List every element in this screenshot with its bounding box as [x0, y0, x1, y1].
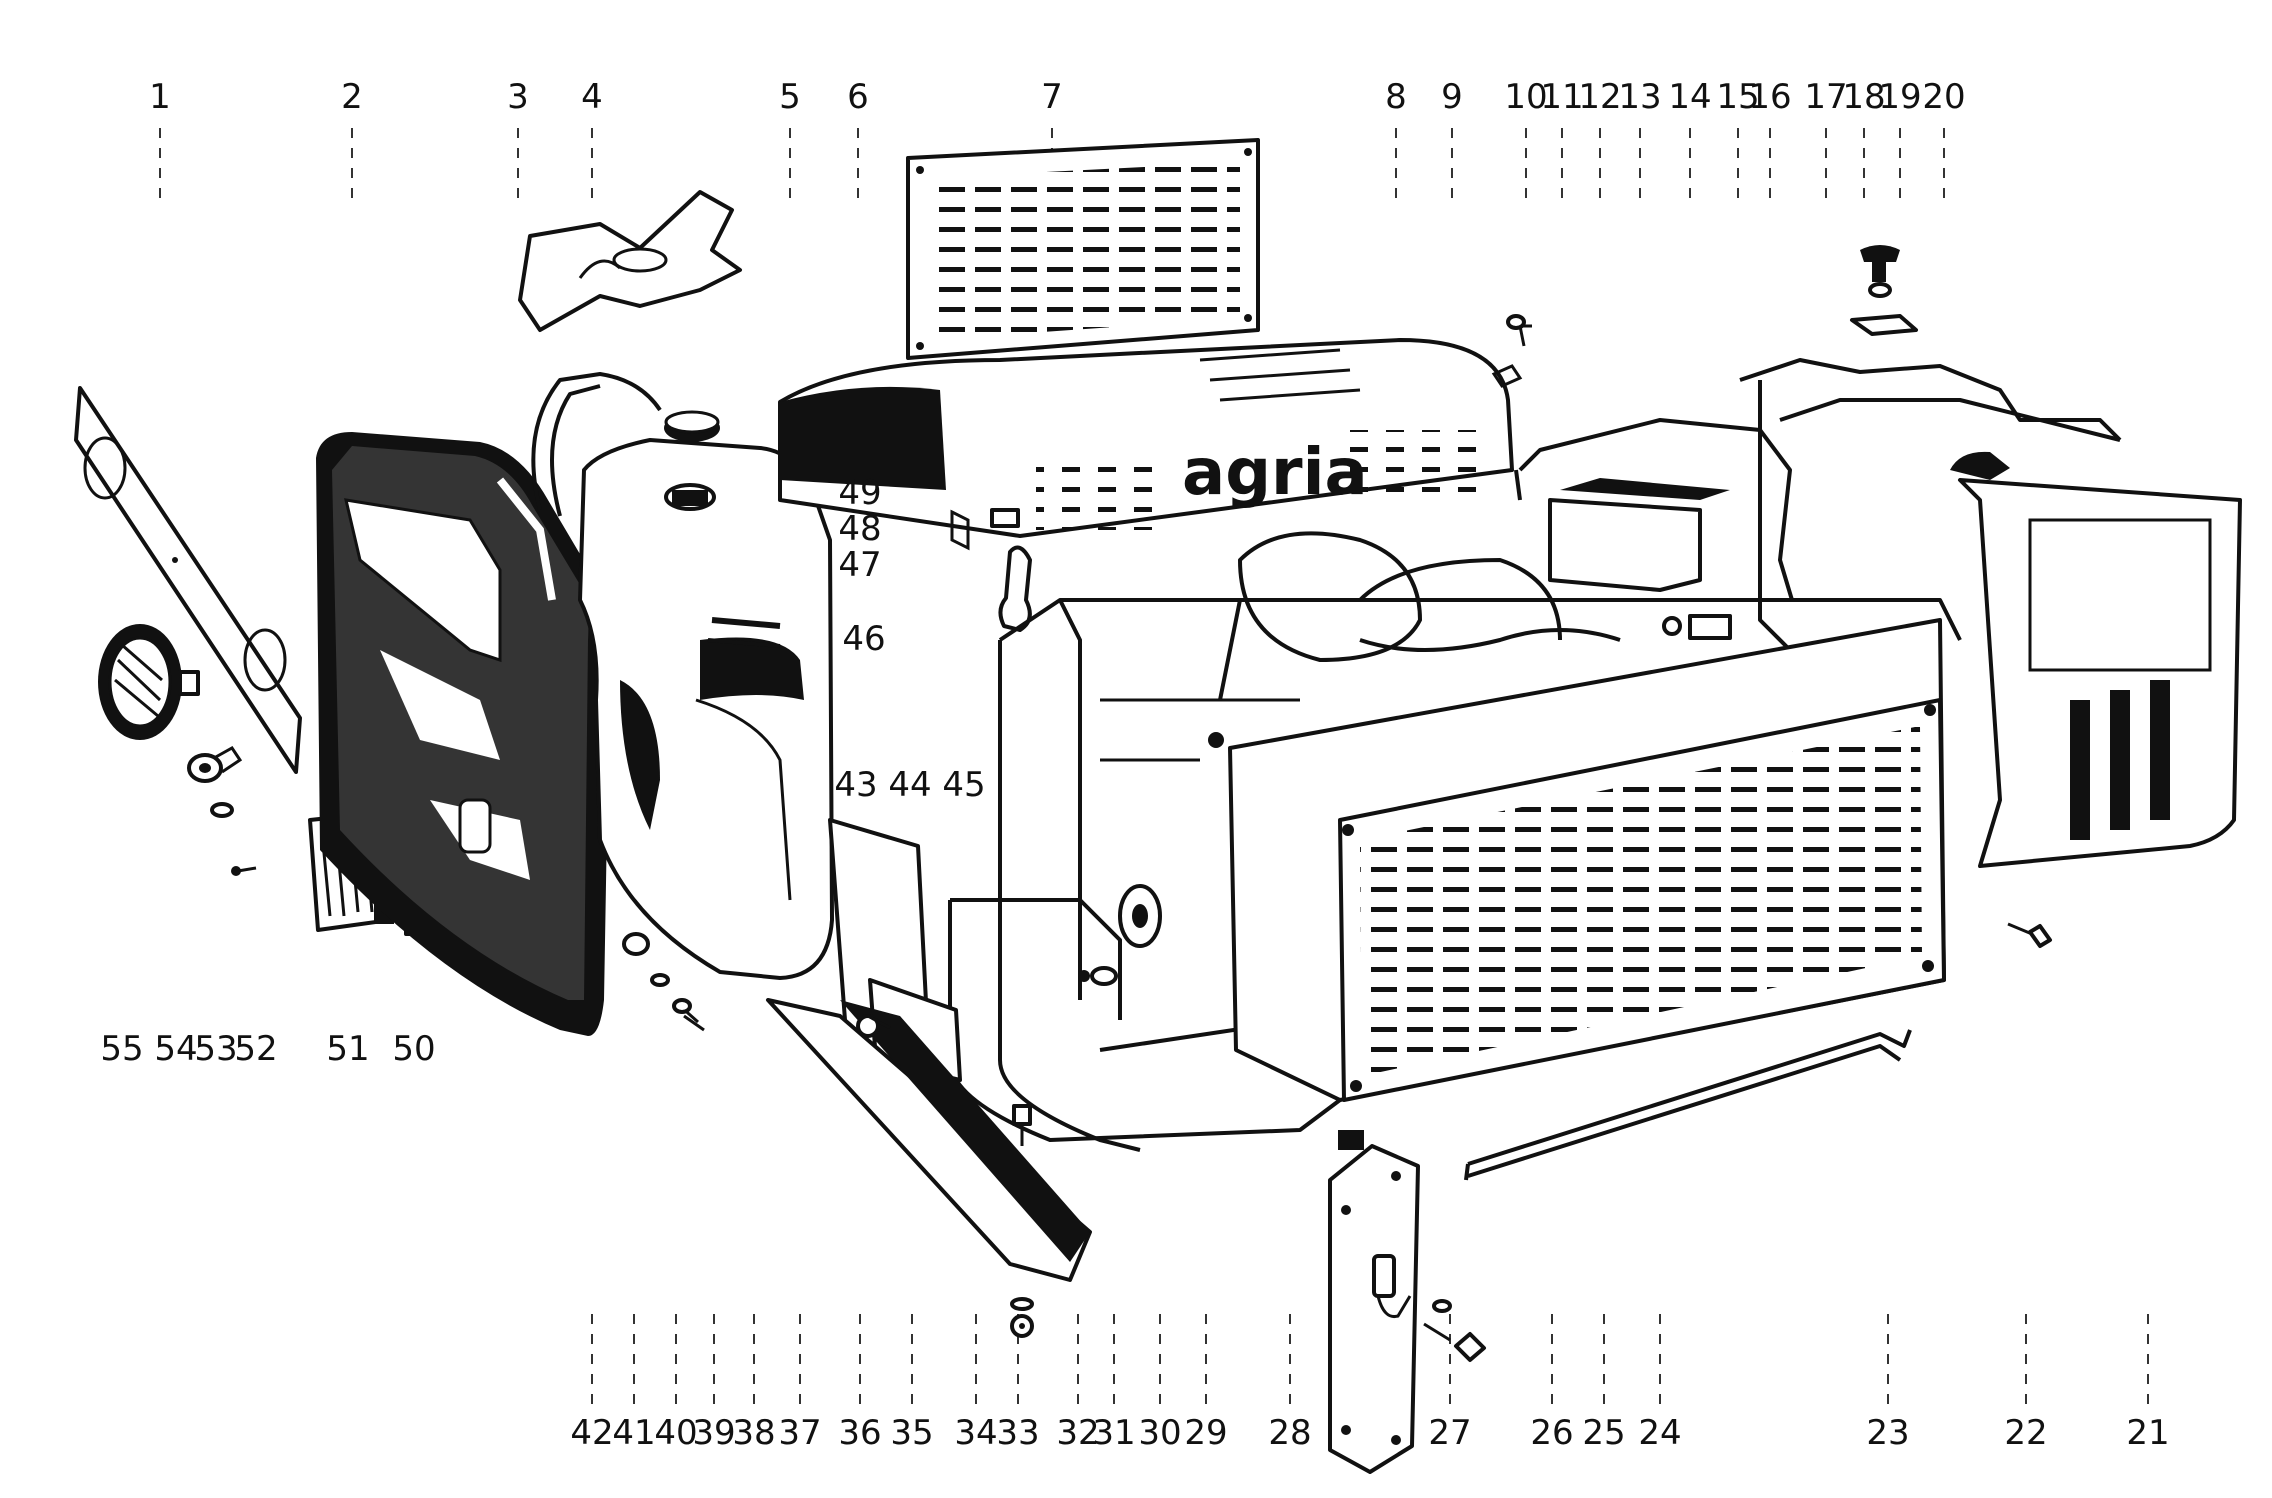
part-label-38: 38	[732, 1413, 775, 1453]
part-label-26: 26	[1530, 1413, 1573, 1453]
part-label-10: 10	[1504, 77, 1547, 117]
part-label-47: 47	[838, 545, 881, 585]
engine-hood: agria	[778, 338, 1514, 538]
part-label-34: 34	[954, 1413, 997, 1453]
part-label-23: 23	[1866, 1413, 1909, 1453]
small-bracket	[1662, 614, 1732, 640]
washers-33-34	[1010, 1297, 1034, 1338]
part-label-29: 29	[1184, 1413, 1227, 1453]
footrest-rail	[766, 998, 1092, 1282]
part-label-24: 24	[1638, 1413, 1681, 1453]
front-mask	[316, 432, 638, 1036]
part-label-15: 15	[1716, 77, 1759, 117]
part-label-1: 1	[149, 77, 171, 117]
part-label-41: 41	[612, 1413, 655, 1453]
part-label-37: 37	[778, 1413, 821, 1453]
part-label-19: 19	[1878, 77, 1921, 117]
part-label-2: 2	[341, 77, 363, 117]
part-label-45: 45	[942, 765, 985, 805]
part-label-13: 13	[1618, 77, 1661, 117]
part-label-27: 27	[1428, 1413, 1471, 1453]
part-label-9: 9	[1441, 77, 1463, 117]
part-label-8: 8	[1385, 77, 1407, 117]
part-label-39: 39	[692, 1413, 735, 1453]
part-label-31: 31	[1092, 1413, 1135, 1453]
part-label-49: 49	[838, 473, 881, 513]
fuel-tank	[578, 438, 834, 980]
part-label-6: 6	[847, 77, 869, 117]
part-label-33: 33	[996, 1413, 1039, 1453]
part-label-3: 3	[507, 77, 529, 117]
part-label-5: 5	[779, 77, 801, 117]
headlamp	[98, 624, 200, 740]
part-label-7: 7	[1041, 77, 1063, 117]
part-label-16: 16	[1748, 77, 1791, 117]
part-label-53: 53	[194, 1029, 237, 1069]
screw-small	[231, 866, 257, 876]
bolt-33	[1012, 1104, 1032, 1146]
part-label-4: 4	[581, 77, 603, 117]
part-label-43: 43	[834, 765, 877, 805]
part-label-18: 18	[1842, 77, 1885, 117]
engine-block	[1218, 531, 1621, 701]
rear-fender	[1739, 358, 2242, 868]
bolt-38	[683, 1014, 705, 1032]
part-label-40: 40	[654, 1413, 697, 1453]
part-label-22: 22	[2004, 1413, 2047, 1453]
washers-40-41	[622, 932, 699, 1024]
part-label-25: 25	[1582, 1413, 1625, 1453]
battery-box	[1514, 418, 1794, 601]
top-grille	[906, 138, 1260, 360]
part-label-17: 17	[1804, 77, 1847, 117]
part-label-44: 44	[888, 765, 931, 805]
part-label-50: 50	[392, 1029, 435, 1069]
bolt-25-26	[1423, 1299, 1486, 1362]
hitch-plate	[1328, 1130, 1420, 1474]
part-label-48: 48	[838, 509, 881, 549]
bulb	[210, 802, 234, 818]
leader-lines	[159, 128, 2149, 1404]
front-grille	[1208, 618, 1946, 1102]
part-label-11: 11	[1540, 77, 1583, 117]
part-label-35: 35	[890, 1413, 933, 1453]
tank-bracket	[518, 190, 742, 332]
part-label-28: 28	[1268, 1413, 1311, 1453]
part-label-46: 46	[842, 619, 885, 659]
part-label-20: 20	[1922, 77, 1965, 117]
part-label-52: 52	[234, 1029, 277, 1069]
part-label-55: 55	[100, 1029, 143, 1069]
part-label-54: 54	[154, 1029, 197, 1069]
part-label-14: 14	[1668, 77, 1711, 117]
part-label-30: 30	[1138, 1413, 1181, 1453]
fender-screw	[2007, 922, 2052, 948]
horn	[1078, 884, 1162, 986]
part-label-36: 36	[838, 1413, 881, 1453]
tank-strap	[531, 372, 662, 517]
rod	[1464, 1029, 1912, 1181]
part-label-32: 32	[1056, 1413, 1099, 1453]
part-label-12: 12	[1578, 77, 1621, 117]
part-label-42: 42	[570, 1413, 613, 1453]
filler-cap	[664, 410, 720, 442]
top-bolts	[1491, 314, 1532, 388]
part-label-51: 51	[326, 1029, 369, 1069]
part-label-21: 21	[2126, 1413, 2169, 1453]
knob-bolt	[1850, 245, 1918, 336]
gasket-plate	[74, 386, 302, 774]
bulb-holder	[187, 746, 243, 783]
